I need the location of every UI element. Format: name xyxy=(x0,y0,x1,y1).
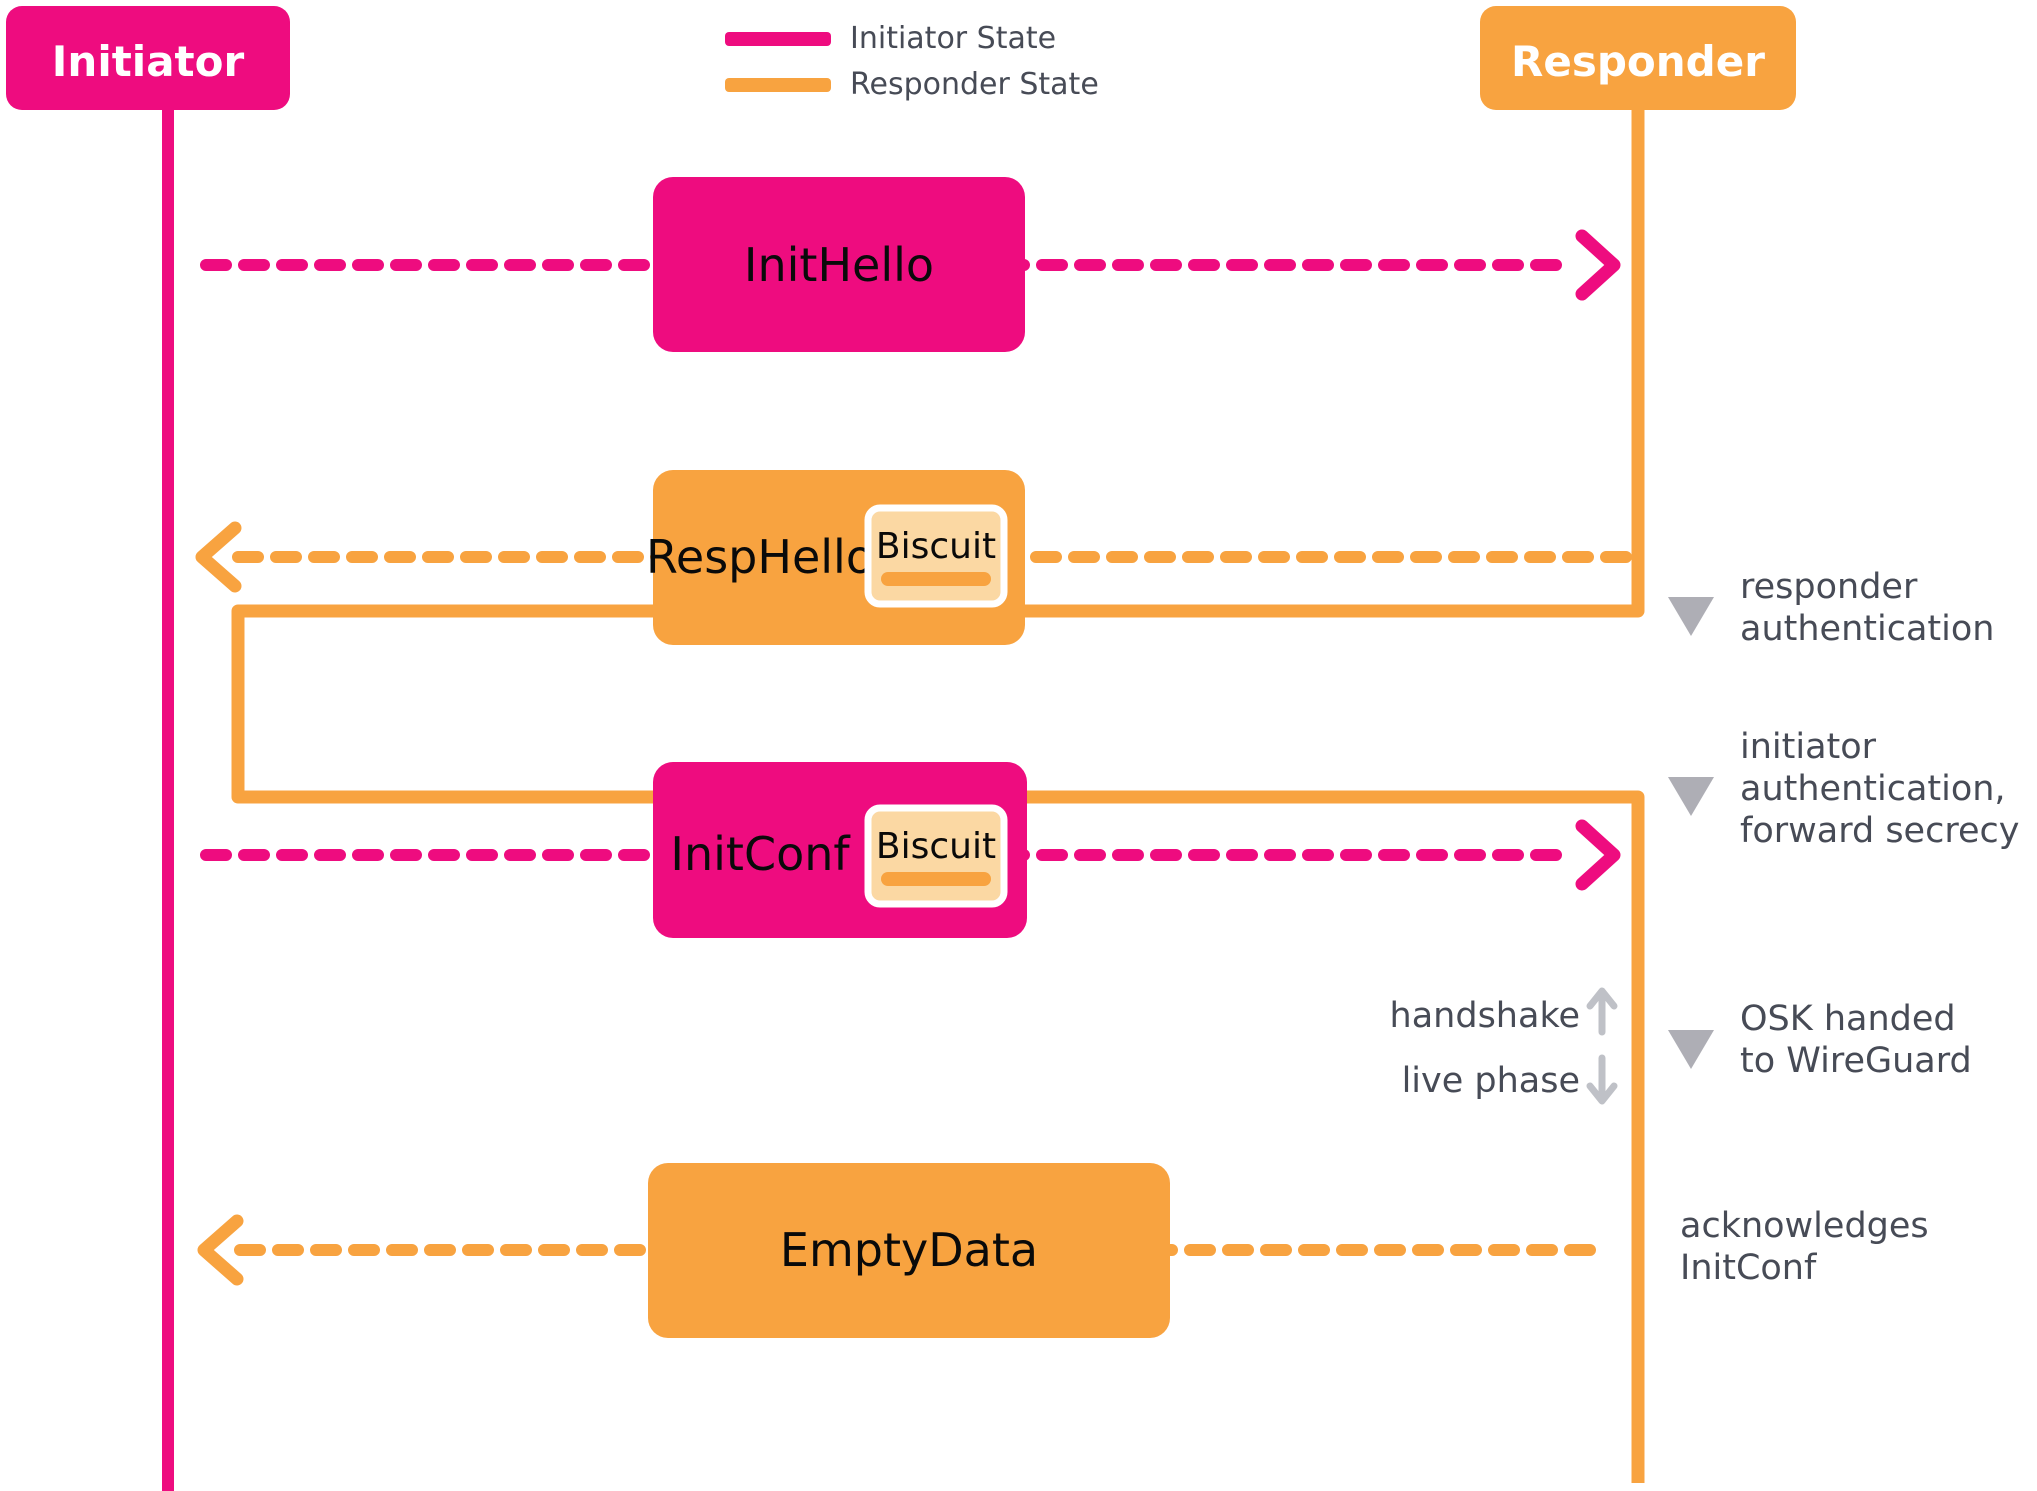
responder-header-label: Responder xyxy=(1511,37,1765,86)
responder-header-box: Responder xyxy=(1480,6,1796,110)
emptydata-label: EmptyData xyxy=(780,1223,1038,1277)
initconf-message-box: InitConf Biscuit xyxy=(653,762,1027,938)
down-arrow-head xyxy=(1586,1082,1618,1105)
initiator-header-box: Initiator xyxy=(6,6,290,110)
inithello-rect xyxy=(653,177,1025,352)
live-phase-label: live phase xyxy=(1402,1061,1580,1101)
initconf-arrow xyxy=(200,819,1621,891)
annotation-osk: OSK handed to WireGuard xyxy=(1668,999,1972,1081)
ack-line2: InitConf xyxy=(1680,1248,1817,1288)
emptydata-rect xyxy=(648,1163,1170,1338)
osk-line2: to WireGuard xyxy=(1740,1041,1972,1081)
annotation-ack: acknowledges InitConf xyxy=(1680,1206,1929,1288)
legend: Initiator State Responder State xyxy=(725,21,1099,102)
milestone-triangle-icon xyxy=(1668,597,1714,636)
ack-line1: acknowledges xyxy=(1680,1206,1929,1246)
resphello-arrowhead-left-icon xyxy=(195,521,242,593)
initconf-biscuit-label: Biscuit xyxy=(876,826,996,867)
emptydata-message-box: EmptyData xyxy=(648,1163,1170,1338)
initiator-auth-line2: authentication, xyxy=(1740,769,2006,809)
legend-initiator-label: Initiator State xyxy=(850,21,1056,56)
milestone-triangle-icon xyxy=(1668,777,1714,816)
responder-state-line xyxy=(231,110,1645,1483)
resphello-message-box: RespHello Biscuit xyxy=(646,470,1025,645)
inithello-arrow xyxy=(200,229,1621,301)
inithello-label: InitHello xyxy=(744,238,934,292)
resphello-biscuit-underline xyxy=(881,572,991,586)
phase-divider: handshake live phase xyxy=(1390,987,1618,1105)
responder-auth-line2: authentication xyxy=(1740,609,1994,649)
legend-responder-label: Responder State xyxy=(850,67,1099,102)
resphello-biscuit-box: Biscuit xyxy=(864,504,1008,608)
responder-auth-line1: responder xyxy=(1740,567,1918,607)
initconf-label: InitConf xyxy=(670,827,851,881)
annotation-initiator-auth: initiator authentication, forward secrec… xyxy=(1668,727,2019,851)
inithello-message-box: InitHello xyxy=(653,177,1025,352)
osk-line1: OSK handed xyxy=(1740,999,1956,1039)
initconf-biscuit-box: Biscuit xyxy=(864,804,1008,908)
initconf-biscuit-underline xyxy=(881,872,991,886)
initiator-auth-line3: forward secrecy xyxy=(1740,811,2019,851)
initiator-auth-line1: initiator xyxy=(1740,727,1877,767)
initiator-header-label: Initiator xyxy=(52,37,245,86)
up-arrow-head xyxy=(1586,987,1618,1010)
responder-header-rect xyxy=(1480,6,1796,110)
resphello-label: RespHello xyxy=(646,530,874,584)
live-phase-down-arrow-icon xyxy=(1586,1054,1618,1105)
emptydata-arrowhead-left-icon xyxy=(197,1214,244,1286)
resphello-biscuit-label: Biscuit xyxy=(876,526,996,567)
inithello-arrowhead-right-icon xyxy=(1575,229,1621,301)
initiator-header-rect xyxy=(6,6,290,110)
initconf-arrowhead-right-icon xyxy=(1575,819,1621,891)
legend-responder-swatch xyxy=(725,78,831,92)
milestone-triangle-icon xyxy=(1668,1030,1714,1069)
legend-initiator-swatch xyxy=(725,32,831,46)
handshake-label: handshake xyxy=(1390,996,1580,1036)
handshake-up-arrow-icon xyxy=(1586,987,1618,1036)
annotation-responder-auth: responder authentication xyxy=(1668,567,1994,649)
